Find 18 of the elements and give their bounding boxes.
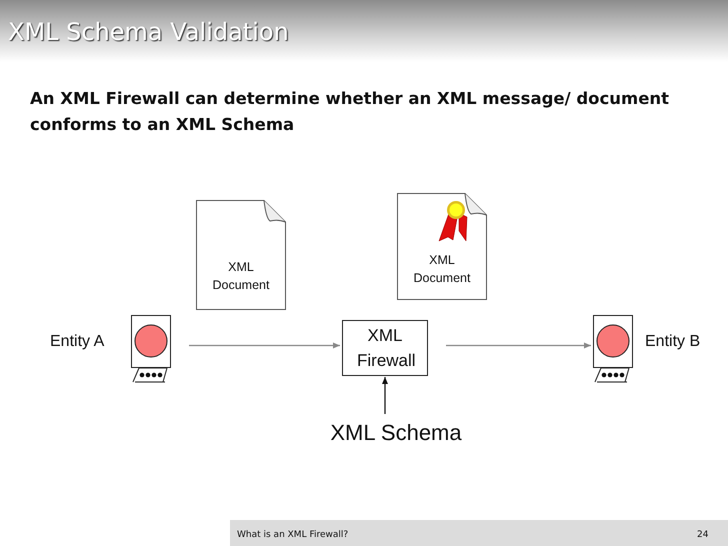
arrow <box>382 377 388 414</box>
entity-label: Entity B <box>645 333 700 351</box>
entity-label: Entity A <box>50 333 104 351</box>
computer-icon <box>593 315 633 384</box>
arrow <box>446 342 591 348</box>
computer-icon <box>131 315 171 384</box>
document-shape <box>196 200 286 310</box>
process-box <box>342 320 428 376</box>
subtitle-text: An XML Firewall can determine whether an XML message/ document conforms to an XML Schema <box>30 88 670 136</box>
node-label: XML Firewall <box>356 325 417 372</box>
page-number: 24 <box>697 530 708 540</box>
document-shape <box>397 193 487 300</box>
arrow <box>189 342 340 348</box>
node-label: XML Document <box>412 252 472 287</box>
node-label: XML Schema <box>329 419 463 447</box>
slide-title: XML Schema Validation <box>8 18 289 46</box>
node-label: XML Document <box>212 259 270 294</box>
footer-text: What is an XML Firewall? <box>237 530 348 540</box>
